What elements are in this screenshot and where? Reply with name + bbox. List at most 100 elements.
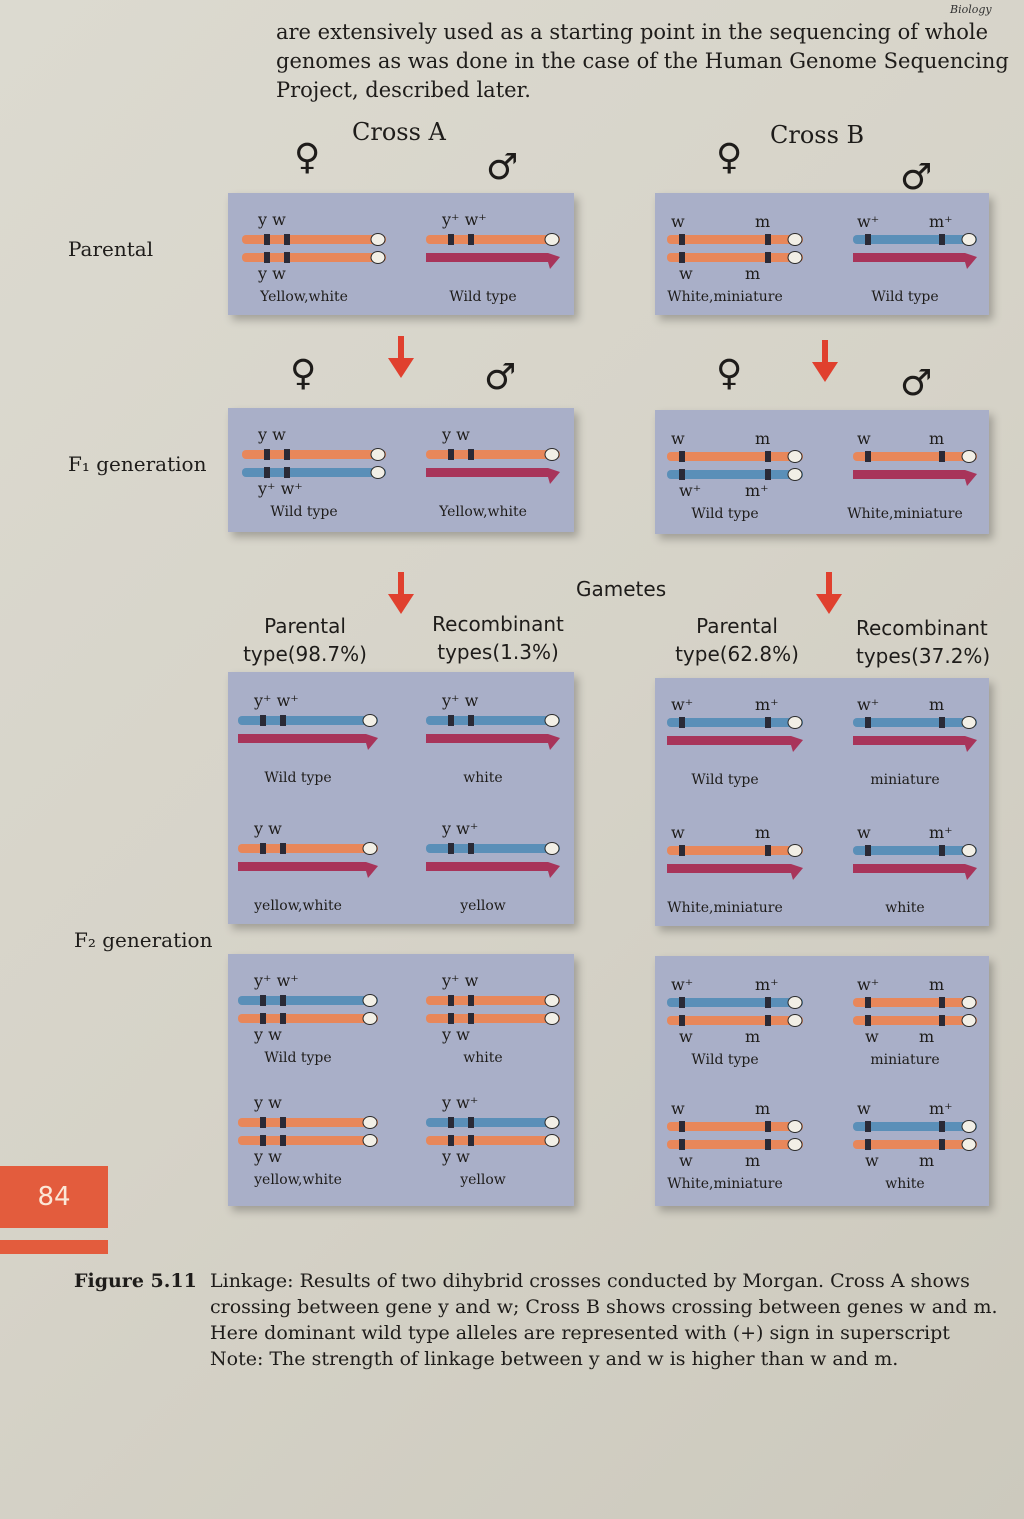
- gene-locus: [264, 449, 270, 460]
- centromere: [544, 842, 560, 855]
- gene-locus: [865, 997, 871, 1008]
- gene-locus: [939, 845, 945, 856]
- allele-label: w: [679, 1151, 693, 1170]
- phenotype-label: white: [463, 770, 502, 786]
- allele-label: y⁺ w⁺: [257, 479, 303, 498]
- allele-label: y w⁺: [441, 1093, 478, 1112]
- allele-label: w: [857, 823, 871, 842]
- allele-label: m: [745, 1027, 760, 1046]
- gene-locus: [448, 1117, 454, 1128]
- chromosome-bar: [242, 235, 386, 244]
- chromosome-bar: [242, 468, 386, 477]
- gene-locus: [679, 997, 685, 1008]
- phenotype-label: White,miniature: [667, 289, 782, 305]
- allele-label: w: [671, 429, 685, 448]
- gene-locus: [865, 1121, 871, 1132]
- intro-paragraph: are extensively used as a starting point…: [276, 18, 1016, 105]
- allele-label: w⁺: [671, 975, 693, 994]
- centromere: [961, 844, 977, 857]
- chromosome-bar: [667, 998, 803, 1007]
- allele-label: y⁺ w: [441, 691, 479, 710]
- phenotype-label: White,miniature: [667, 1176, 782, 1192]
- y-chromosome-bar: [853, 736, 977, 752]
- chromosome-bar: [242, 450, 386, 459]
- gene-locus: [280, 1013, 286, 1024]
- gene-locus: [468, 1117, 474, 1128]
- gene-locus: [679, 252, 685, 263]
- chromosome-bar: [853, 1122, 977, 1131]
- y-chromosome-bar: [238, 862, 378, 878]
- centromere: [362, 842, 378, 855]
- centromere: [362, 1134, 378, 1147]
- gene-locus: [260, 995, 266, 1006]
- chromosome-bar: [667, 1016, 803, 1025]
- allele-label: w: [671, 823, 685, 842]
- chromosome-bar: [667, 1140, 803, 1149]
- phenotype-label: yellow,white: [253, 1172, 342, 1188]
- gene-locus: [865, 234, 871, 245]
- centromere: [544, 994, 560, 1007]
- y-chromosome-bar: [426, 468, 560, 484]
- gene-locus: [468, 449, 474, 460]
- chromosome-bar: [853, 235, 977, 244]
- centromere: [961, 1120, 977, 1133]
- centromere: [787, 1120, 803, 1133]
- gene-locus: [448, 1135, 454, 1146]
- gene-locus: [448, 843, 454, 854]
- gene-locus: [765, 1139, 771, 1150]
- cross-b-title: Cross B: [770, 121, 865, 149]
- gene-locus: [939, 717, 945, 728]
- figure-label: Figure 5.11: [74, 1270, 197, 1292]
- page-number-bar: [0, 1240, 108, 1254]
- allele-label: m: [919, 1027, 934, 1046]
- gene-locus: [260, 1013, 266, 1024]
- chromosome-bar: [667, 1122, 803, 1131]
- gene-locus: [765, 1015, 771, 1026]
- figure-caption-body: Linkage: Results of two dihybrid crosses…: [210, 1268, 1018, 1372]
- chromosome-bar: [426, 1136, 560, 1145]
- centromere: [370, 448, 386, 461]
- centromere: [544, 714, 560, 727]
- cross-b-recombinant-type-label: Recombinant types(37.2%): [856, 616, 991, 668]
- centromere: [961, 450, 977, 463]
- centromere: [544, 1012, 560, 1025]
- gene-locus: [679, 1121, 685, 1132]
- centromere: [362, 714, 378, 727]
- y-chromosome-bar: [426, 862, 560, 878]
- gene-locus: [765, 717, 771, 728]
- allele-label: w: [671, 212, 685, 231]
- gene-locus: [679, 717, 685, 728]
- allele-label: m⁺: [929, 212, 953, 231]
- gametes-label: Gametes: [576, 577, 667, 601]
- centromere: [787, 716, 803, 729]
- centromere: [362, 1012, 378, 1025]
- allele-label: w: [857, 429, 871, 448]
- centromere: [787, 468, 803, 481]
- chromosome-bar: [667, 718, 803, 727]
- gene-locus: [679, 1139, 685, 1150]
- gene-locus: [284, 467, 290, 478]
- chromosome-bar: [853, 718, 977, 727]
- centromere: [370, 233, 386, 246]
- cross-a-parental-type-label: Parental type(98.7%): [243, 614, 367, 666]
- gene-locus: [679, 1015, 685, 1026]
- chromosome-bar: [238, 844, 378, 853]
- corner-text: Biology: [950, 3, 992, 16]
- chromosome-bar: [426, 996, 560, 1005]
- chromosome-bar: [853, 998, 977, 1007]
- figure-caption: Figure 5.11 Linkage: Results of two dihy…: [74, 1268, 1019, 1370]
- chromosome-diagram: y⁺ w white: [426, 691, 560, 786]
- y-chromosome-bar: [853, 253, 977, 269]
- phenotype-label: White,miniature: [847, 506, 962, 522]
- allele-label: m⁺: [745, 481, 769, 500]
- caption-line-4: Note: The strength of linkage between y …: [210, 1348, 899, 1370]
- chromosome-bar: [853, 846, 977, 855]
